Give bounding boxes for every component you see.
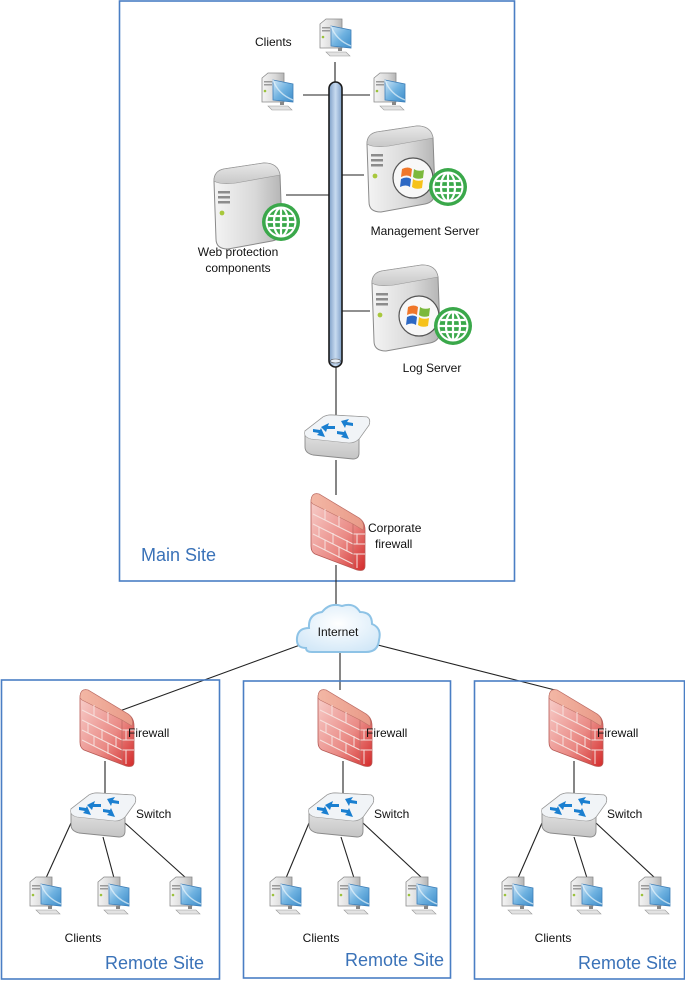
firewall-icon	[317, 689, 373, 767]
remote-clients-label: Clients	[65, 931, 102, 945]
globe-icon	[260, 201, 302, 243]
internet-label: Internet	[318, 625, 359, 639]
client-icon	[405, 876, 438, 915]
main-site-title: Main Site	[141, 545, 216, 565]
globe-icon	[427, 166, 469, 208]
switch-icon	[541, 792, 608, 838]
windows-logo-icon	[398, 295, 440, 337]
wire-switch-client	[285, 822, 310, 879]
corporate-firewall-icon	[310, 493, 366, 571]
client-main-top-icon	[319, 18, 352, 57]
switch-icon	[308, 792, 375, 838]
client-main-right-icon	[373, 72, 406, 111]
remote-switch-label: Switch	[136, 807, 171, 821]
remote-clients-label: Clients	[303, 931, 340, 945]
remote-firewall-label: Firewall	[128, 726, 169, 740]
firewall-icon	[79, 689, 135, 767]
remote-firewall-label: Firewall	[597, 726, 638, 740]
wire-switch-client	[362, 822, 423, 879]
remote-clients-label: Clients	[535, 931, 572, 945]
client-icon	[570, 876, 603, 915]
windows-logo-icon	[392, 157, 434, 199]
wire-switch-client	[517, 822, 543, 879]
main-switch-icon	[304, 414, 371, 460]
switch-icon	[70, 792, 137, 838]
remote-site-box	[242, 680, 452, 979]
client-icon	[638, 876, 671, 915]
remote-switch-label: Switch	[374, 807, 409, 821]
remote-site-title: Remote Site	[105, 953, 204, 973]
wire-internet-remote-3	[377, 644, 556, 691]
globe-icon	[432, 305, 474, 347]
remote-site-title: Remote Site	[345, 950, 444, 970]
main-site-box	[118, 0, 516, 582]
log-server-label: Log Server	[403, 361, 462, 375]
wire-switch-client	[124, 822, 187, 879]
web-protection-label-2: components	[205, 261, 270, 275]
wire-switch-client	[102, 836, 115, 879]
remote-site-title: Remote Site	[578, 953, 677, 973]
wire-switch-client	[45, 822, 72, 879]
corporate-firewall-label-1: Corporate	[368, 521, 422, 535]
client-main-left-icon	[261, 72, 294, 111]
firewall-icon	[548, 689, 604, 767]
remote-firewall-label: Firewall	[366, 726, 407, 740]
client-icon	[29, 876, 62, 915]
client-icon	[337, 876, 370, 915]
wire-switch-client	[573, 836, 588, 879]
client-icon	[501, 876, 534, 915]
client-icon	[269, 876, 302, 915]
management-server-label: Management Server	[371, 224, 480, 238]
client-icon	[169, 876, 202, 915]
client-icon	[97, 876, 130, 915]
wire-switch-client	[595, 822, 656, 879]
wire-switch-client	[340, 836, 355, 879]
remote-switch-label: Switch	[607, 807, 642, 821]
corporate-firewall-label-2: firewall	[375, 537, 412, 551]
remote-site-box	[0, 679, 221, 980]
backbone-bus	[328, 81, 343, 368]
internet-cloud-icon	[295, 603, 381, 653]
main-clients-label: Clients	[255, 35, 292, 49]
web-protection-label-1: Web protection	[198, 245, 279, 259]
